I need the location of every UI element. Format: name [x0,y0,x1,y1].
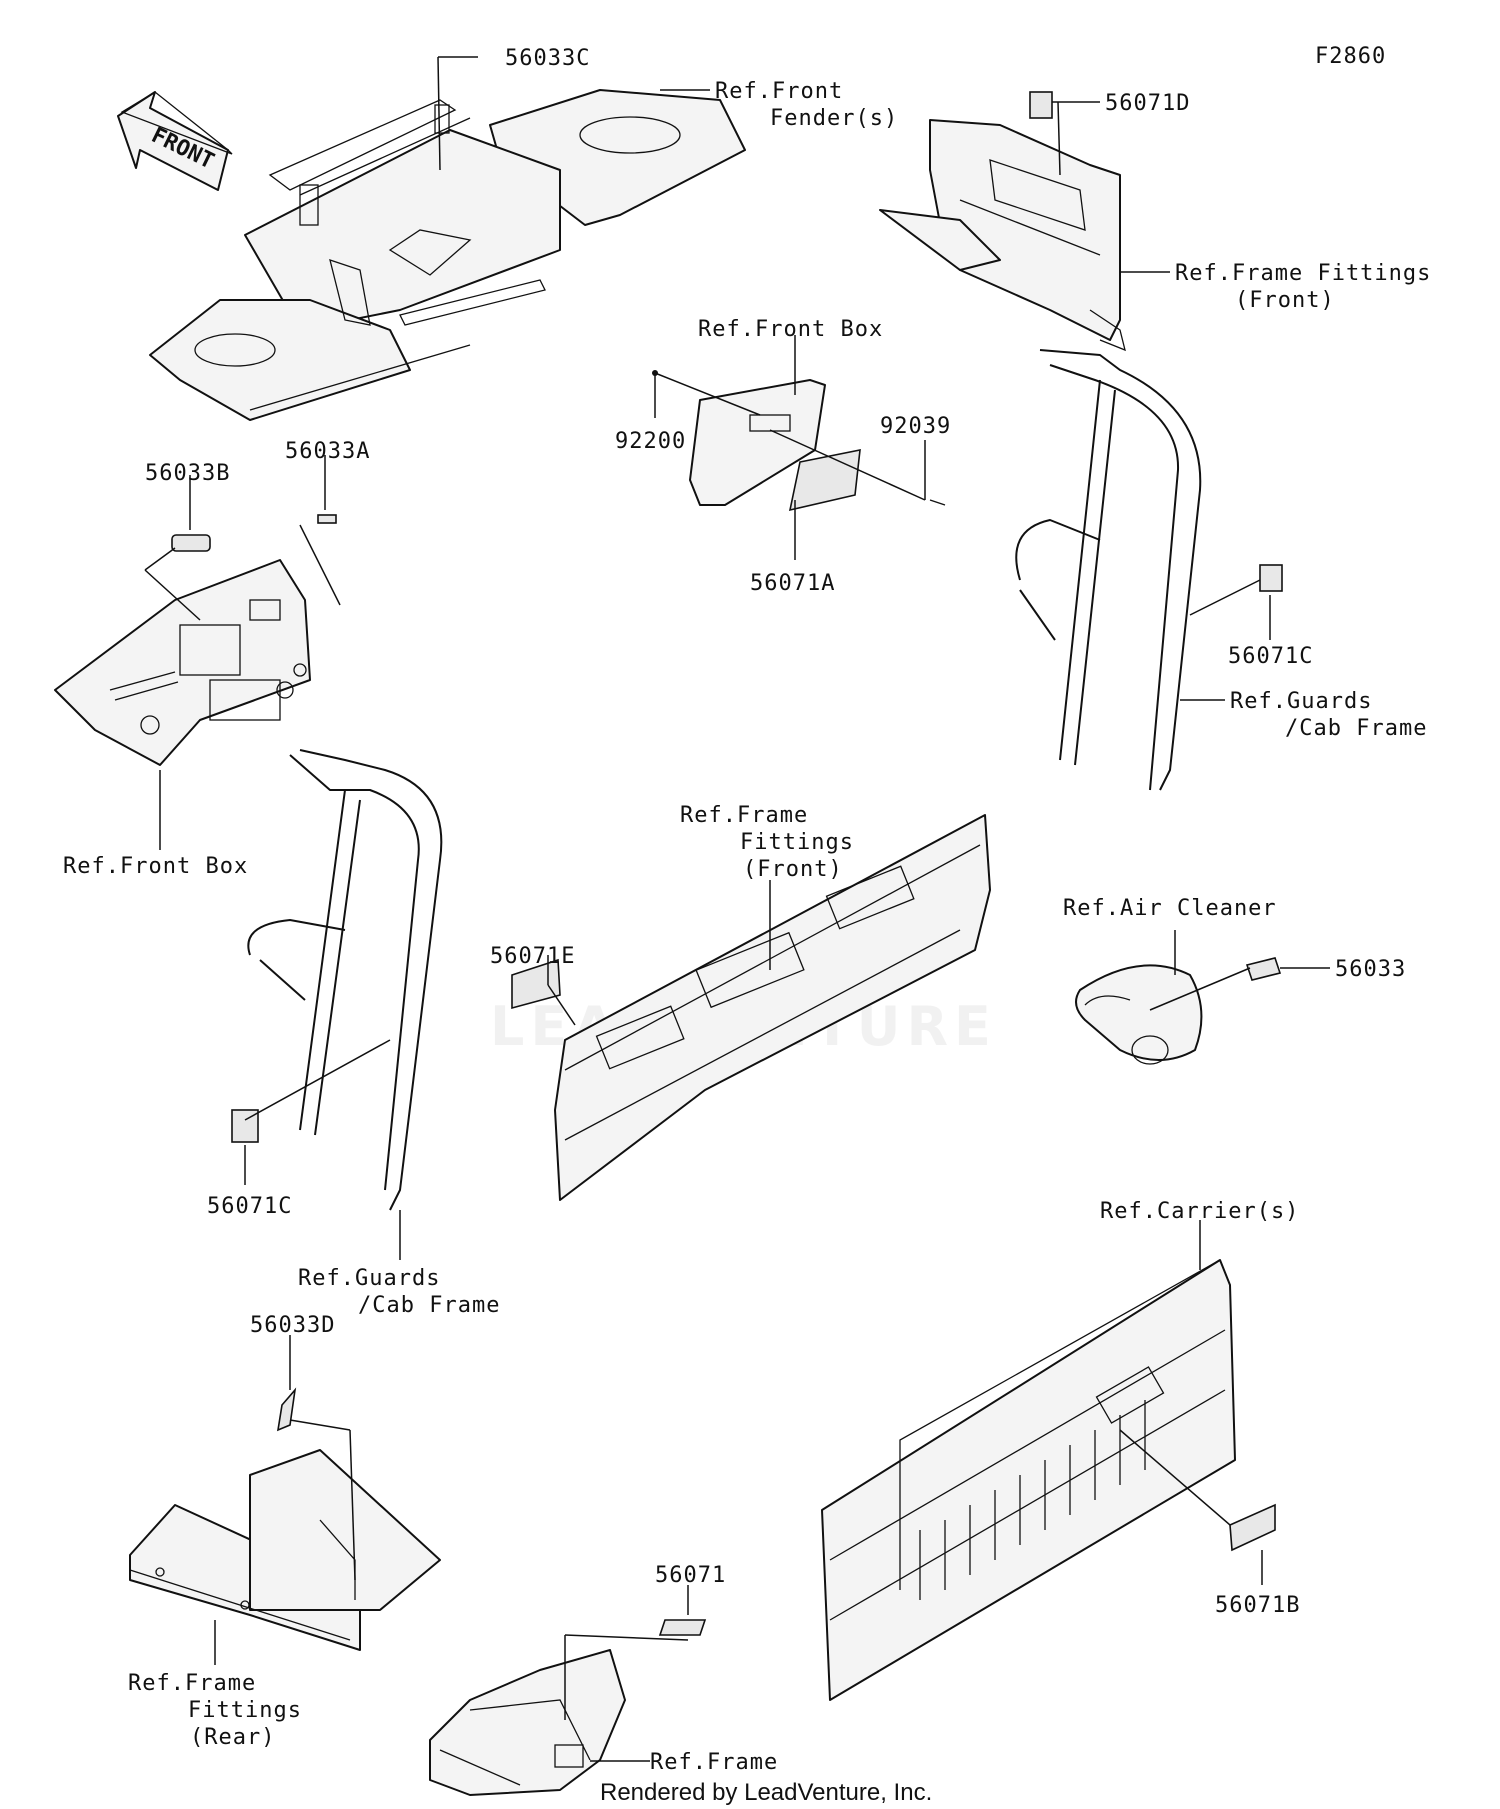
label-ref-front-fender-1: Ref.Front [715,79,843,104]
decal-56071 [658,1619,707,1636]
label-ref-guards-left-2: /Cab Frame [358,1293,500,1318]
decal-56071D [1029,91,1053,119]
frame-part [429,1619,707,1796]
front-direction-arrow: FRONT [117,91,233,191]
label-ref-front-box-left: Ref.Front Box [63,854,248,879]
decal-56033D [276,1387,297,1432]
label-56071D: 56071D [1105,91,1190,116]
label-ref-frame-fittings-mid-3: (Front) [743,857,843,882]
frame-fittings-rear-part [129,1387,441,1651]
cab-frame-right-part [1015,349,1283,791]
label-ref-carriers: Ref.Carrier(s) [1100,1199,1299,1224]
label-ref-frame-fittings-mid-1: Ref.Frame [680,803,808,828]
decal-56071C-right [1259,564,1283,592]
label-ref-frame-fittings-front-2: (Front) [1235,288,1335,313]
decal-56033 [1245,957,1282,981]
label-56071A: 56071A [750,571,835,596]
dashboard-part [54,514,337,766]
label-ref-guards-left-1: Ref.Guards [298,1266,440,1291]
label-56033A: 56033A [285,439,370,464]
label-ref-frame-fittings-rear-1: Ref.Frame [128,1671,256,1696]
label-92039: 92039 [880,414,951,439]
label-ref-frame: Ref.Frame [650,1750,778,1775]
label-56071B: 56071B [1215,1593,1300,1618]
decal-56033A [317,514,337,524]
label-56071C-right: 56071C [1228,644,1313,669]
floor-panel-part [149,89,746,421]
air-cleaner-part [1075,957,1282,1065]
figure-code: F2860 [1315,44,1386,69]
label-92200: 92200 [615,429,686,454]
label-ref-front-fender-2: Fender(s) [770,106,898,131]
label-56071C-left: 56071C [207,1194,292,1219]
part-labels: F2860 56033C Ref.Front Fender(s) 56071D … [63,44,1431,1775]
front-box-lid-part [652,370,946,512]
label-56033B: 56033B [145,461,230,486]
label-56033C: 56033C [505,46,590,71]
label-ref-frame-fittings-rear-3: (Rear) [190,1725,275,1750]
decal-56071A [788,449,861,512]
label-ref-frame-fittings-rear-2: Fittings [188,1698,302,1723]
leader-lines [144,56,1330,1762]
carrier-ribs [919,1400,1146,1600]
label-ref-frame-fittings-mid-2: Fittings [740,830,854,855]
label-ref-frame-fittings-front-1: Ref.Frame Fittings [1175,261,1431,286]
footer-credit: Rendered by LeadVenture, Inc. [600,1779,932,1806]
label-ref-air-cleaner: Ref.Air Cleaner [1063,896,1277,921]
cab-frame-left-part [231,749,443,1211]
label-ref-guards-right-2: /Cab Frame [1285,716,1427,741]
label-56033: 56033 [1335,957,1406,982]
decal-56071B [1229,1503,1276,1552]
label-ref-guards-right-1: Ref.Guards [1230,689,1372,714]
label-ref-front-box-top: Ref.Front Box [698,317,883,342]
label-56071: 56071 [655,1563,726,1588]
frame-fittings-front-upper-part [879,91,1126,352]
label-56033D: 56033D [250,1313,335,1338]
decal-56033B [171,534,211,552]
label-56071E: 56071E [490,944,575,969]
carrier-part [821,1259,1276,1701]
